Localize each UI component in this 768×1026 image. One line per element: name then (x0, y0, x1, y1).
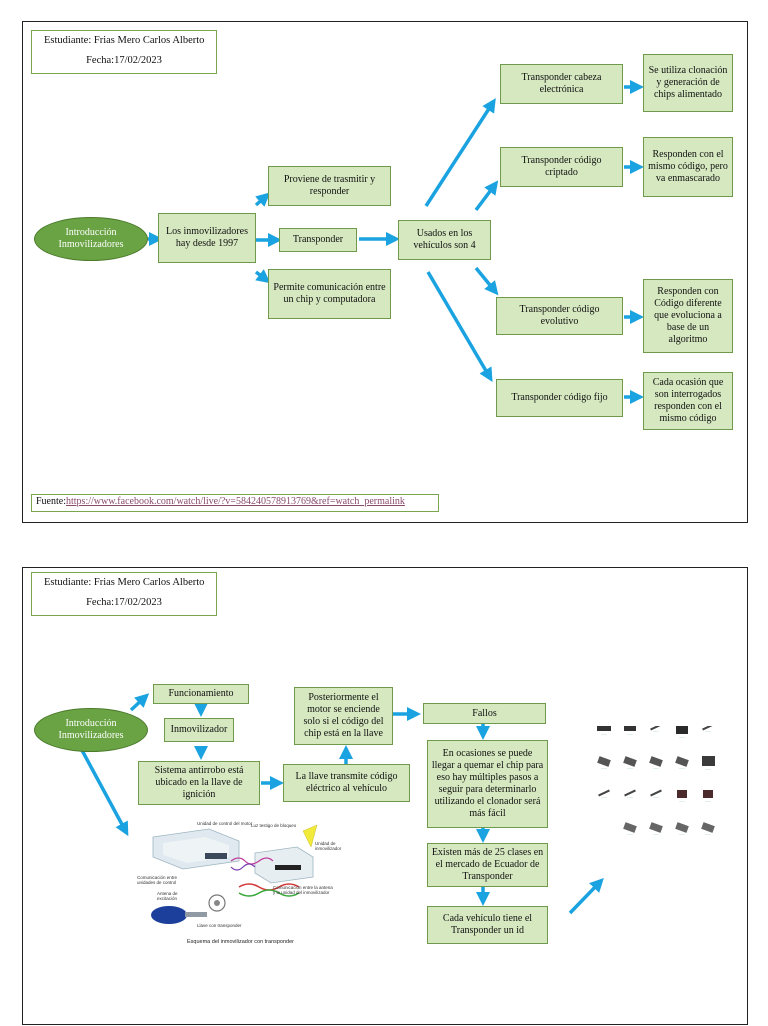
fallos-box: Fallos (423, 703, 546, 724)
svg-text:unidades de control: unidades de control (137, 880, 176, 885)
svg-text:Unidad de: Unidad de (315, 841, 336, 846)
inmovilizador-box: Inmovilizador (164, 718, 234, 742)
type-cabeza-box: Transponder cabeza electrónica (500, 64, 623, 104)
student-name: Estudiante: Frias Mero Carlos Alberto (44, 35, 205, 46)
clases-box: Existen más de 25 clases en el mercado d… (427, 843, 548, 887)
date-label-2: Fecha:17/02/2023 (86, 597, 162, 608)
slide-1: Estudiante: Frias Mero Carlos Alberto Fe… (22, 21, 748, 523)
since-1997-box: Los inmovilizadores hay desde 1997 (158, 213, 256, 263)
arrow-usados-evolutivo (474, 266, 499, 296)
sistema-box: Sistema antirrobo está ubicado en la lla… (138, 761, 260, 805)
svg-text:Esquema del inmovilizador con: Esquema del inmovilizador con transponde… (187, 939, 294, 945)
slide-2: Estudiante: Frias Mero Carlos Alberto Fe… (22, 567, 748, 1025)
arrow-since-proviene (254, 192, 271, 207)
header-box-2: Estudiante: Frias Mero Carlos Alberto Fe… (31, 572, 217, 616)
header-box: Estudiante: Frias Mero Carlos Alberto Fe… (31, 30, 217, 74)
intro-oval-2: Introducción Inmovilizadores (34, 708, 148, 752)
arrow-usados-criptado (474, 180, 499, 212)
transponder-box: Transponder (279, 228, 357, 252)
source-box: Fuente:https://www.facebook.com/watch/li… (31, 494, 439, 512)
svg-text:y la unidad del inmovilizador: y la unidad del inmovilizador (273, 890, 330, 895)
ocasiones-box: En ocasiones se puede llegar a quemar el… (427, 740, 548, 828)
svg-text:Unidad de control del motor: Unidad de control del motor (197, 821, 253, 826)
source-label: Fuente: (36, 496, 66, 507)
type-evolutivo-box: Transponder código evolutivo (496, 297, 623, 335)
svg-text:Comunicación entre: Comunicación entre (137, 875, 178, 880)
arrow-usados-cabeza (424, 98, 496, 207)
student-name-2: Estudiante: Frias Mero Carlos Alberto (44, 577, 205, 588)
desc-fijo-box: Cada ocasión que son interrogados respon… (643, 372, 733, 430)
desc-criptado-box: Responden con el mismo código, pero va e… (643, 137, 733, 197)
desc-cabeza-box: Se utiliza clonación y generación de chi… (643, 54, 733, 112)
svg-text:Luz testigo de bloqueo: Luz testigo de bloqueo (251, 823, 297, 828)
arrow-since-permite (254, 269, 271, 284)
proviene-box: Proviene de trasmitir y responder (268, 166, 391, 206)
arrows-layer-1 (148, 80, 644, 404)
arrow-id-chips (568, 877, 604, 915)
permite-box: Permite comunicación entre un chip y com… (268, 269, 391, 319)
transponder-chips-image: ____ ____ ____ ____ ____ ____ ____ ____ … (593, 726, 723, 860)
svg-text:Llave con transponder: Llave con transponder (197, 923, 242, 928)
svg-text:excitación: excitación (157, 896, 178, 901)
funcionamiento-box: Funcionamiento (153, 684, 249, 704)
type-criptado-box: Transponder código criptado (500, 147, 623, 187)
immobilizer-schematic-image: Llave con transponder Unidad de control … (135, 817, 358, 947)
arrows-layer-2 (68, 693, 604, 915)
intro-oval: Introducción Inmovilizadores (34, 217, 148, 261)
svg-text:Comunicación entre la antena: Comunicación entre la antena (273, 885, 333, 890)
llave-box: La llave transmite código eléctrico al v… (283, 764, 410, 802)
usados-box: Usados en los vehículos son 4 (398, 220, 491, 260)
type-fijo-box: Transponder código fijo (496, 379, 623, 417)
arrow-usados-fijo (426, 271, 493, 383)
svg-text:Antena de: Antena de (157, 891, 178, 896)
svg-text:inmovilizador: inmovilizador (315, 846, 342, 851)
source-link[interactable]: https://www.facebook.com/watch/live/?v=5… (66, 496, 405, 507)
id-box: Cada vehículo tiene el Transponder un id (427, 906, 548, 944)
posteriormente-box: Posteriormente el motor se enciende solo… (294, 687, 393, 745)
date-label: Fecha:17/02/2023 (86, 55, 162, 66)
arrow-intro-funcionamiento (129, 693, 150, 712)
desc-evolutivo-box: Responden con Código diferente que evolu… (643, 279, 733, 353)
